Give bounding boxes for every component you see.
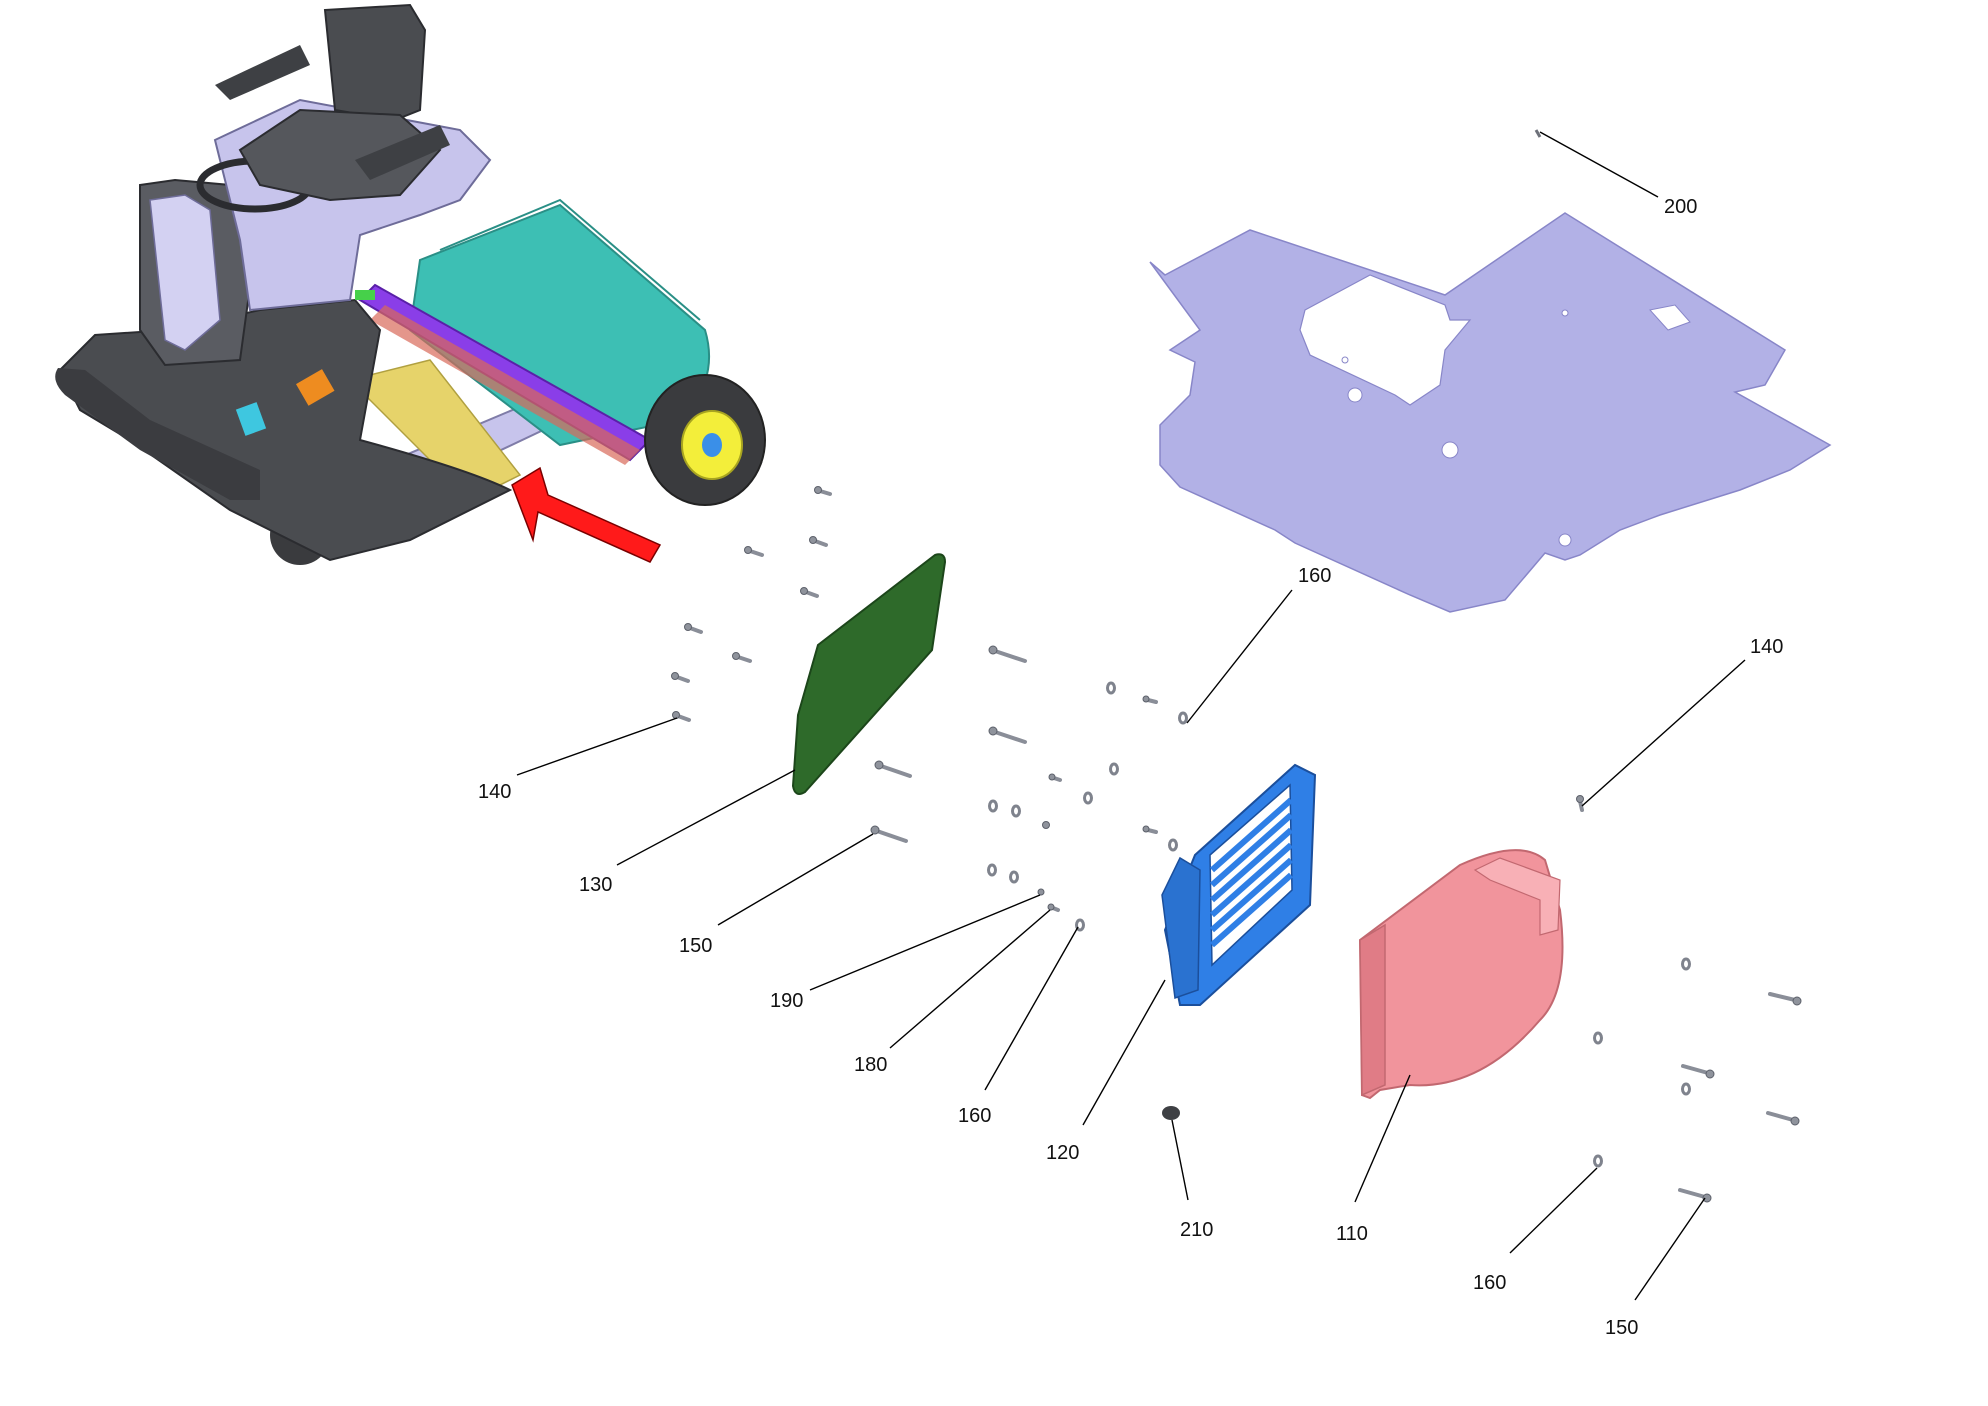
plug-part — [1162, 1106, 1180, 1120]
callout-120: 120 — [1046, 1142, 1079, 1164]
callout-140-right: 140 — [1750, 636, 1783, 658]
floor-plate-part — [1149, 129, 1832, 613]
callout-140-left: 140 — [478, 781, 511, 803]
callout-150-bottom: 150 — [1605, 1317, 1638, 1339]
callout-110: 110 — [1336, 1223, 1368, 1245]
callout-210: 210 — [1180, 1219, 1213, 1241]
fan-housing-part — [1358, 849, 1564, 1100]
callout-130: 130 — [579, 874, 612, 896]
red-arrow-icon — [511, 466, 662, 563]
hardware-fasteners — [671, 486, 1802, 1203]
callout-200: 200 — [1664, 196, 1697, 218]
callout-labels: 200 160 140 140 130 150 190 180 160 120 … — [478, 196, 1783, 1339]
callout-160-bottom: 160 — [1473, 1272, 1506, 1294]
callout-160-mid: 160 — [958, 1105, 991, 1127]
cover-plate-part — [791, 553, 947, 795]
callout-190: 190 — [770, 990, 803, 1012]
leader-lines — [516, 131, 1746, 1301]
grille-part — [1161, 763, 1317, 1006]
callout-150-left: 150 — [679, 935, 712, 957]
ride-on-sweeper-machine — [55, 3, 766, 565]
callout-180: 180 — [854, 1054, 887, 1076]
callout-160-top: 160 — [1298, 565, 1331, 587]
